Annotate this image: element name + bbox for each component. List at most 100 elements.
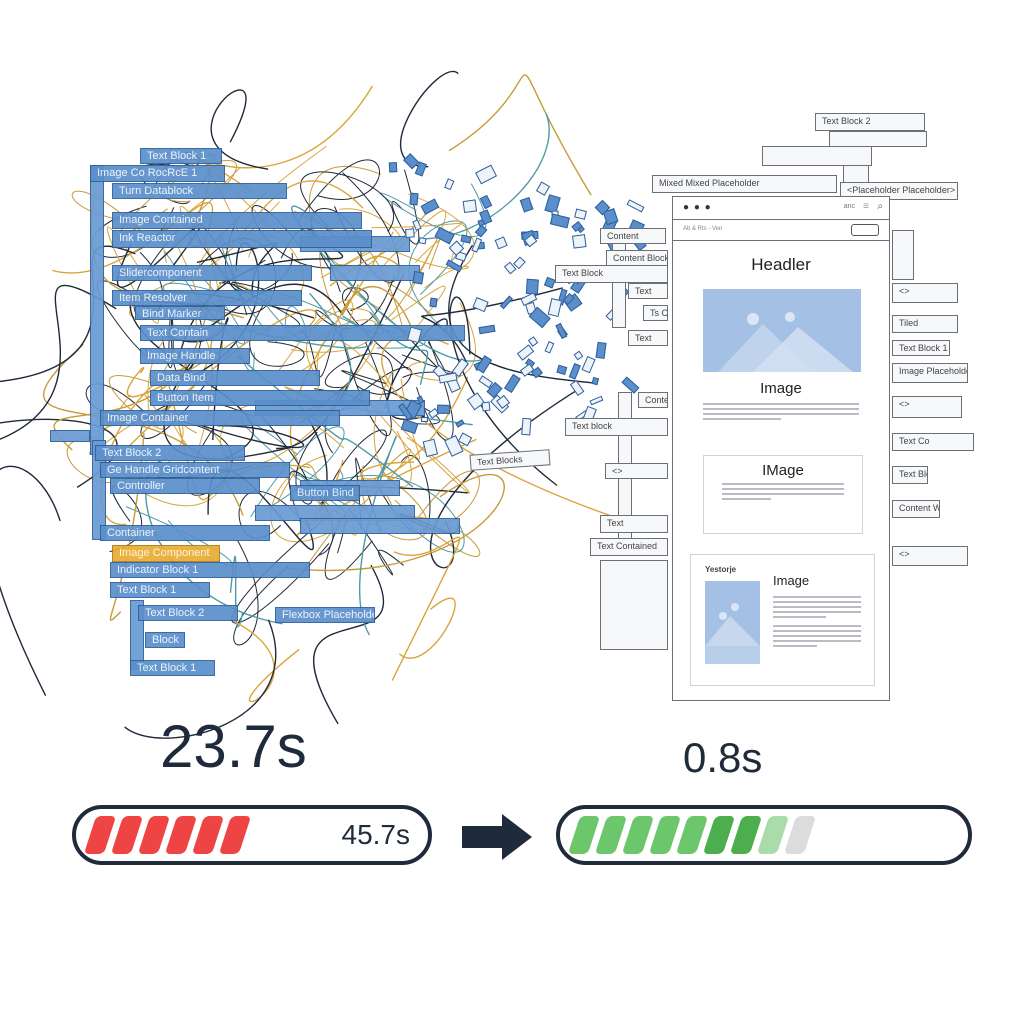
code-block[interactable]: Text Block 2	[95, 445, 245, 461]
image-title-2: IMage	[762, 462, 804, 479]
code-block[interactable]: Turn Datablock	[112, 183, 287, 199]
wire	[284, 474, 505, 571]
progress-segment	[191, 816, 225, 854]
fragment	[420, 416, 429, 423]
code-block[interactable]: Tiled	[892, 315, 958, 333]
code-block[interactable]: Text Block 1	[140, 148, 222, 164]
code-block[interactable]: Text Block 2	[815, 113, 925, 131]
fragment	[436, 404, 450, 414]
code-block[interactable]: Data Bind	[150, 370, 320, 386]
code-block[interactable]: <>	[892, 546, 968, 566]
wire	[297, 159, 380, 222]
browser-mockup: ● ● ● anc ≡ ⌕ Ab & Rts - Ven Headler Ima…	[672, 196, 890, 701]
code-block[interactable]: Block	[145, 632, 185, 648]
code-block[interactable]: Content Wrapper	[892, 500, 940, 518]
code-block[interactable]: Button Item	[150, 390, 370, 406]
wire	[388, 248, 469, 289]
fragment	[409, 192, 419, 206]
progress-segment	[756, 816, 790, 854]
code-block[interactable]: Indicator Block 1	[110, 562, 310, 578]
wire	[340, 283, 413, 329]
block-frame	[892, 230, 914, 280]
code-block[interactable]: <>	[892, 396, 962, 418]
browser-titlebar: ● ● ● anc ≡ ⌕	[673, 197, 889, 220]
code-block[interactable]: <>	[892, 283, 958, 303]
wire	[259, 413, 318, 505]
code-block[interactable]: Container	[100, 525, 270, 541]
menu-icon[interactable]: ≡	[863, 201, 869, 212]
fragment	[404, 228, 415, 238]
code-block[interactable]: Mixed Mixed Placeholder	[652, 175, 837, 193]
code-block[interactable]	[829, 131, 927, 147]
code-block[interactable]: Ink Reactor	[112, 230, 372, 248]
code-block[interactable]: Text Co	[892, 433, 974, 451]
code-block[interactable]: <>	[605, 463, 668, 479]
code-block[interactable]: Text Contain	[140, 325, 465, 341]
wire	[0, 284, 117, 440]
search-icon[interactable]: ⌕	[877, 201, 883, 212]
wire	[391, 285, 446, 334]
progress-segment	[137, 816, 171, 854]
image-title-1: Image	[760, 380, 802, 397]
fragment	[481, 401, 491, 412]
code-block[interactable]: Bind Marker	[135, 306, 225, 320]
card-lines	[722, 483, 844, 500]
code-block[interactable]: Text Block 1	[892, 340, 950, 356]
after-progress-bar	[556, 805, 972, 865]
url-text[interactable]: Ab & Rts - Ven	[683, 226, 723, 232]
paragraph-lines	[703, 403, 859, 420]
code-block[interactable]: Text	[628, 283, 668, 299]
block-frame	[50, 430, 90, 442]
block-frame	[600, 560, 668, 650]
wire	[150, 317, 229, 440]
content-card: IMage	[703, 455, 863, 534]
fragment	[571, 234, 587, 249]
wire	[124, 619, 277, 739]
url-button[interactable]	[851, 224, 879, 236]
code-block[interactable]: Image Placeholder	[892, 363, 968, 383]
code-block[interactable]: Text Block 1	[110, 582, 210, 598]
code-block[interactable]: Text Contained	[590, 538, 668, 556]
progress-segment	[621, 816, 655, 854]
wire	[315, 274, 396, 329]
media-card: Yestorje Image	[690, 554, 875, 686]
code-block[interactable]: Text	[628, 330, 668, 346]
code-block[interactable]: <Placeholder Placeholder>	[840, 182, 958, 200]
code-block[interactable]: Item Resolver	[112, 290, 302, 306]
code-block[interactable]: Ge Handle Gridcontent	[100, 462, 290, 478]
code-block[interactable]: Text Block	[555, 265, 668, 283]
code-block[interactable]: Image Co RocRcE 1	[90, 165, 225, 182]
code-block[interactable]: Image Contained	[112, 212, 362, 229]
before-progress-bar: 45.7s	[72, 805, 432, 865]
wire	[348, 508, 404, 576]
code-block[interactable]: Image Container	[100, 410, 340, 426]
code-block[interactable]: Slidercomponent	[112, 265, 312, 281]
code-block[interactable]: Text	[600, 515, 668, 533]
code-block[interactable]: Image Component	[112, 545, 220, 562]
code-block[interactable]	[762, 146, 872, 166]
code-block[interactable]: Text Block 1	[130, 660, 215, 676]
code-block[interactable]: Text block	[565, 418, 668, 436]
code-block[interactable]: Content Contained	[638, 392, 668, 408]
wire	[318, 429, 387, 512]
wire	[291, 205, 484, 362]
fragment	[461, 199, 477, 214]
hero-image	[703, 289, 861, 372]
code-block[interactable]: Image Handle	[140, 348, 250, 364]
window-dots-icon: ● ● ●	[683, 202, 712, 213]
code-block[interactable]: Button Bind	[290, 485, 360, 501]
code-block[interactable]: Text Block 2	[138, 605, 238, 621]
wire	[448, 244, 593, 384]
wire	[416, 339, 454, 441]
code-block[interactable]: Controller	[110, 478, 260, 494]
code-block[interactable]: Content Block	[606, 250, 668, 266]
code-block[interactable]: Ts Contained	[643, 305, 668, 321]
code-block[interactable]: Text Block	[892, 466, 928, 484]
code-block[interactable]: Flexbox Placeholder	[275, 607, 375, 623]
progress-segment	[729, 816, 763, 854]
mountain-image-icon	[705, 603, 760, 664]
code-block[interactable]: Content	[600, 228, 666, 244]
wire	[210, 89, 269, 170]
wire	[331, 264, 434, 317]
progress-segment	[164, 816, 198, 854]
